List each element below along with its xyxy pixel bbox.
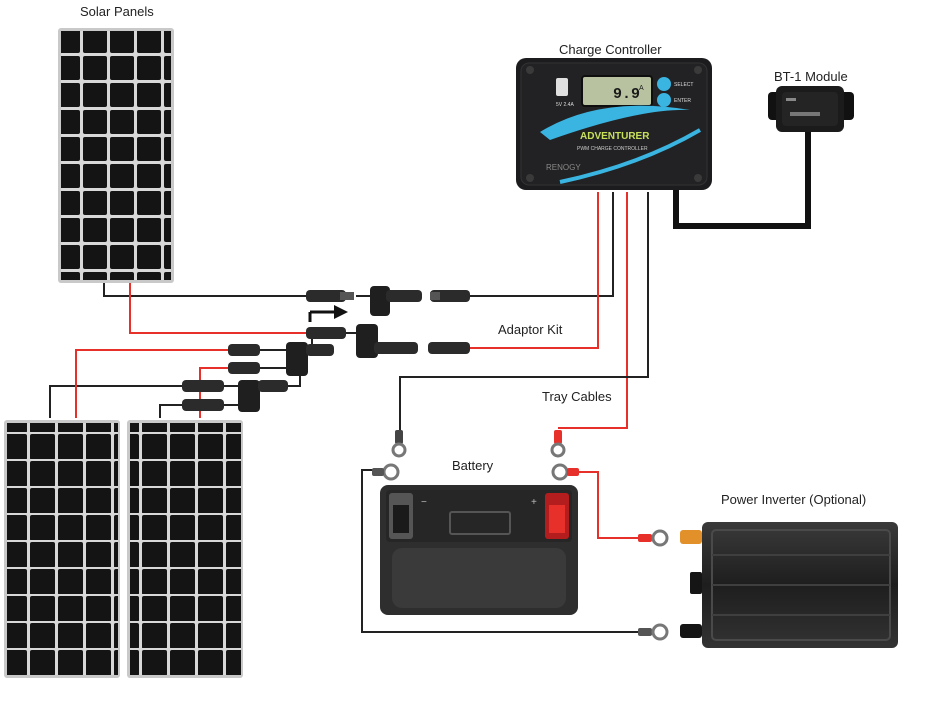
wire-right-panel-negative — [159, 404, 185, 418]
label-charge-controller: Charge Controller — [559, 42, 662, 57]
ring-terminal-inverter-positive — [638, 529, 669, 547]
ring-terminals — [372, 430, 669, 641]
controller-subtitle: PWM CHARGE CONTROLLER — [577, 146, 648, 152]
enter-button — [657, 93, 671, 107]
wire-adaptor-positive-out — [470, 192, 599, 349]
mc4-branch-connector — [238, 380, 288, 412]
wire-top-panel-positive — [129, 283, 310, 334]
wire-adaptor-negative-out — [470, 192, 614, 297]
label-tray-cables: Tray Cables — [542, 389, 612, 404]
ring-terminal-positive-tray — [550, 430, 566, 458]
controller-brand: ADVENTURER — [580, 131, 650, 142]
battery-minus-sign: − — [421, 497, 427, 508]
select-button — [657, 77, 671, 91]
wire-left-panel-positive — [75, 349, 232, 418]
usb-port — [556, 78, 568, 96]
adaptor-kit-connectors — [182, 286, 470, 412]
bt1-module — [768, 86, 854, 132]
controller-display-value: 9.9 — [613, 86, 640, 103]
controller-maker: RENOGY — [546, 163, 581, 172]
mc4-connector — [306, 327, 346, 339]
controller-display-unit: A — [639, 85, 644, 92]
mc4-connector — [306, 290, 354, 302]
mc4-connector — [182, 380, 224, 411]
mc4-connector — [228, 344, 260, 374]
mc4-branch-connector — [370, 286, 422, 316]
controller-select-label: SELECT — [674, 82, 693, 88]
mc4-connector — [428, 342, 470, 354]
mc4-branch-connector — [356, 324, 418, 358]
solar-panel-top — [58, 28, 174, 283]
ring-terminal-inverter-negative — [638, 623, 669, 641]
ring-terminal-negative-tray — [391, 430, 407, 458]
mc4-branch-connector — [286, 342, 334, 376]
controller-enter-label: ENTER — [674, 98, 691, 104]
controller-usb-label: 5V 2.4A — [556, 102, 574, 108]
ring-terminal-positive-battery — [551, 463, 579, 481]
wire-tray-positive — [558, 192, 628, 429]
arrow-icon — [334, 305, 348, 319]
solar-panel-bottom-left — [4, 420, 120, 678]
label-adaptor-kit: Adaptor Kit — [498, 322, 563, 337]
wire-inverter-positive — [578, 471, 640, 539]
solar-panel-bottom-right — [127, 420, 243, 678]
wire-left-panel-negative — [49, 385, 185, 418]
inverter-positive-terminal — [680, 530, 702, 544]
label-power-inverter: Power Inverter (Optional) — [721, 492, 867, 507]
charge-controller — [516, 58, 712, 190]
mc4-connector — [430, 290, 470, 302]
label-bt1-module: BT-1 Module — [774, 69, 848, 84]
ring-terminal-negative-battery — [372, 463, 400, 481]
wire-top-panel-negative — [103, 283, 310, 297]
lcd-screen — [581, 75, 653, 107]
inverter-negative-terminal — [680, 624, 702, 638]
battery — [380, 485, 578, 615]
battery-plus-sign: + — [531, 497, 537, 508]
wire-bt1 — [673, 130, 811, 229]
power-inverter — [680, 522, 898, 648]
label-solar-panels: Solar Panels — [80, 4, 154, 19]
wire-tray-negative — [399, 192, 649, 430]
label-battery: Battery — [452, 458, 494, 473]
